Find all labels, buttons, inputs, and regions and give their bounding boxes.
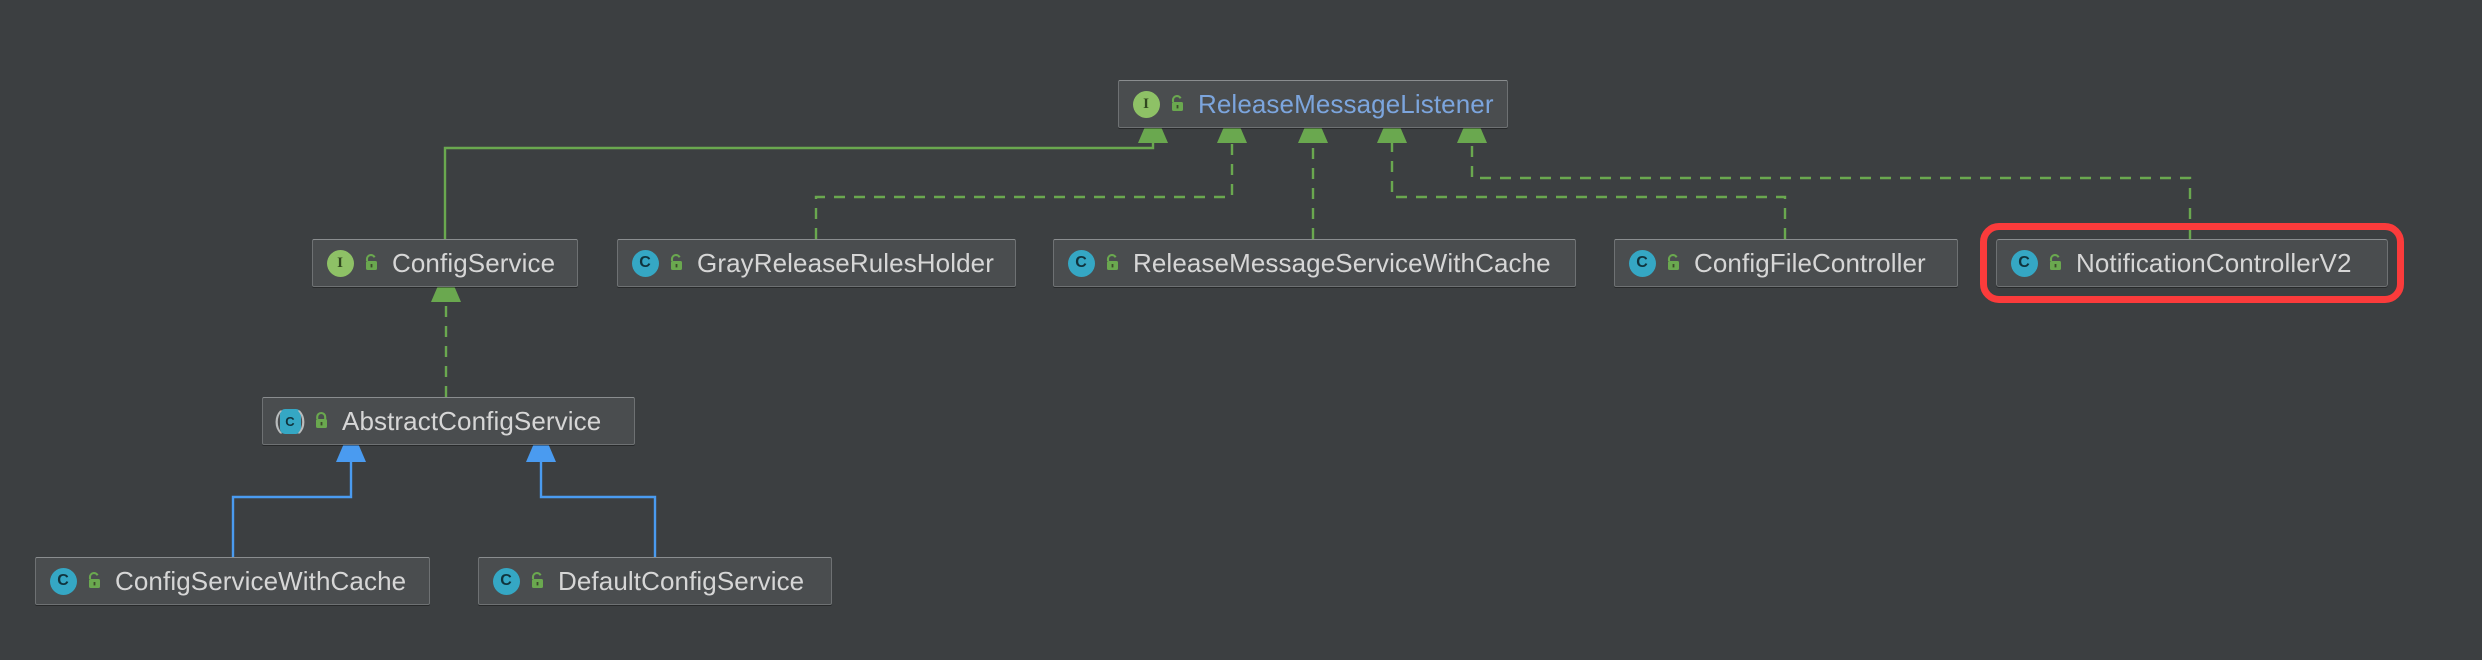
- kind-letter: C: [1067, 249, 1095, 277]
- class-node-config-service-with-cache[interactable]: C ConfigServiceWithCache: [35, 557, 430, 605]
- abstract-paren-right: ): [297, 406, 306, 435]
- class-node-release-message-service-with-cache[interactable]: C ReleaseMessageServiceWithCache: [1053, 239, 1576, 287]
- kind-letter: C: [279, 408, 301, 434]
- edge-default-config-service-to-abstract: [526, 427, 657, 557]
- interface-icon: I: [325, 248, 355, 278]
- unlock-icon: [2046, 252, 2066, 274]
- class-node-abstract-config-service[interactable]: ()C AbstractConfigService: [262, 397, 635, 445]
- class-node-config-file-controller[interactable]: C ConfigFileController: [1614, 239, 1958, 287]
- class-node-release-message-listener[interactable]: I ReleaseMessageListener: [1118, 80, 1508, 128]
- class-node-default-config-service[interactable]: C DefaultConfigService: [478, 557, 832, 605]
- kind-letter: I: [326, 249, 354, 277]
- kind-letter: C: [49, 567, 77, 595]
- class-icon: C: [2009, 248, 2039, 278]
- kind-letter: C: [492, 567, 520, 595]
- class-icon: C: [1627, 248, 1657, 278]
- class-node-label: ConfigService: [392, 247, 556, 278]
- class-node-label: ReleaseMessageListener: [1198, 88, 1494, 119]
- edge-notification-controller-v2-to-listener: [1457, 108, 2192, 239]
- class-node-gray-release-rules-holder[interactable]: C GrayReleaseRulesHolder: [617, 239, 1016, 287]
- unlock-icon: [1103, 252, 1123, 274]
- class-node-label: DefaultConfigService: [558, 565, 805, 596]
- abstract-paren-left: (: [274, 406, 283, 435]
- class-node-config-service[interactable]: I ConfigService: [312, 239, 578, 287]
- interface-icon: I: [1131, 89, 1161, 119]
- kind-letter: C: [631, 249, 659, 277]
- kind-letter: I: [1132, 90, 1160, 118]
- unlock-icon: [1168, 93, 1188, 115]
- unlock-icon: [528, 570, 548, 592]
- class-node-notification-controller-v2[interactable]: C NotificationControllerV2: [1980, 223, 2404, 303]
- class-node-label: ConfigFileController: [1694, 247, 1926, 278]
- class-node-label: GrayReleaseRulesHolder: [697, 247, 994, 278]
- class-icon: C: [48, 566, 78, 596]
- unlock-icon: [362, 252, 382, 274]
- kind-letter: C: [1628, 249, 1656, 277]
- class-node-label: ReleaseMessageServiceWithCache: [1133, 247, 1551, 278]
- kind-letter: C: [2010, 249, 2038, 277]
- unlock-icon: [1664, 252, 1684, 274]
- class-icon: C: [491, 566, 521, 596]
- unlock-icon: [667, 252, 687, 274]
- class-node-label: AbstractConfigService: [342, 405, 602, 436]
- class-node-label: NotificationControllerV2: [2076, 247, 2352, 278]
- class-icon: C: [630, 248, 660, 278]
- lock-icon: [312, 410, 332, 432]
- unlock-icon: [85, 570, 105, 592]
- class-node-label: ConfigServiceWithCache: [115, 565, 407, 596]
- edge-config-service-to-listener: [443, 108, 1168, 239]
- edge-config-service-with-cache-to-abstract: [231, 427, 366, 557]
- abstract-class-icon: ()C: [274, 406, 306, 436]
- class-icon: C: [1066, 248, 1096, 278]
